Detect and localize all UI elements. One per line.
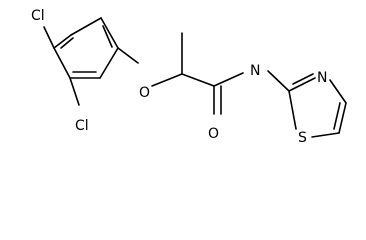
atom-n-ring: N [317, 70, 327, 86]
bond-cl-bottom [69, 77, 80, 106]
atom-o-ether: O [139, 85, 150, 101]
bond-cl-top [43, 26, 55, 49]
dichlorophenyl-ring [53, 17, 119, 79]
bond-nh-thiazole [267, 70, 290, 92]
atom-cl-top: Cl [31, 8, 45, 24]
atom-n-amide: N [250, 63, 260, 79]
atom-s-ring: S [298, 130, 307, 145]
bond-carbonyl-nh [213, 72, 244, 87]
atom-o-carbonyl: O [208, 126, 219, 142]
bond-ch-carbonyl [181, 73, 215, 87]
bond-oxygen-ch [151, 73, 183, 87]
bond-ring-oxygen [117, 47, 139, 64]
atom-cl-bottom: Cl [75, 118, 89, 134]
skeletal-structure-diagram: Cl Cl O O N N S [31, 8, 347, 145]
molecule-canvas: Cl Cl O O N N S [31, 8, 347, 145]
thiazole-ring [288, 73, 347, 138]
